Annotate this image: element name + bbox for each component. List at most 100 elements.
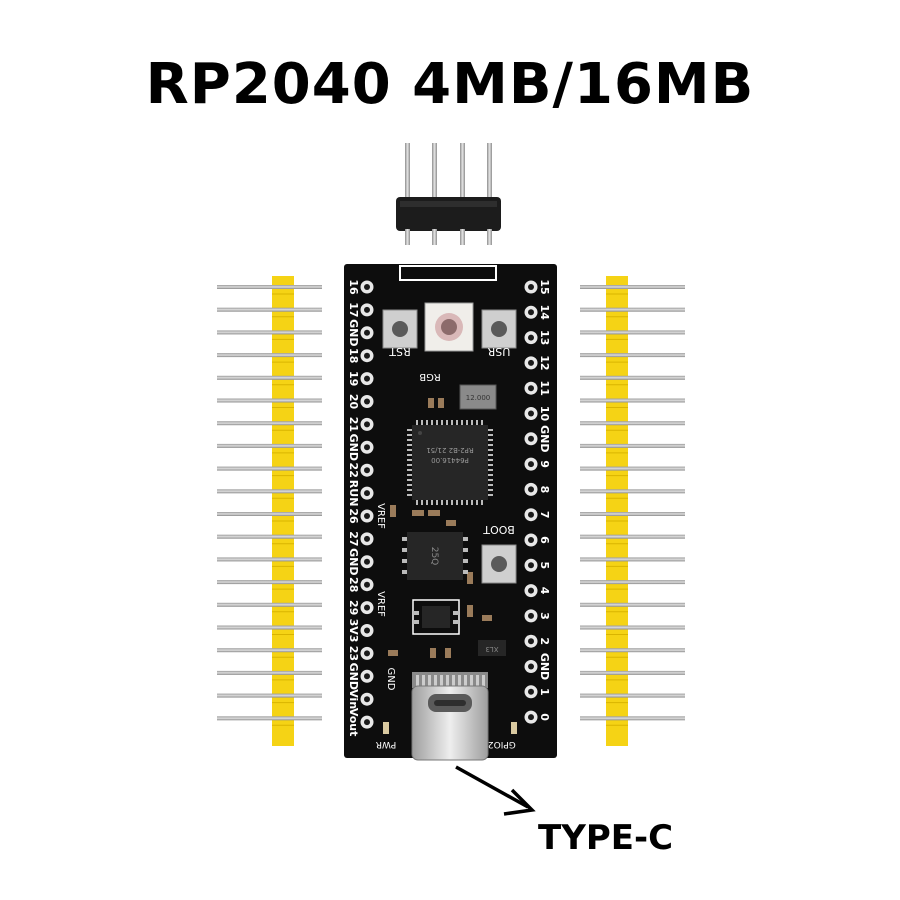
header-pin bbox=[217, 716, 322, 721]
pin-label: 6 bbox=[538, 536, 551, 544]
header-pin bbox=[580, 557, 685, 562]
pin-label: 13 bbox=[538, 330, 551, 345]
svg-text:25Q: 25Q bbox=[429, 547, 439, 566]
header-pin bbox=[217, 466, 322, 471]
pin-label: GND bbox=[347, 548, 360, 575]
pin-label: 7 bbox=[538, 511, 551, 519]
led-label: RGB bbox=[419, 371, 441, 382]
header-pin bbox=[217, 307, 322, 312]
power-led bbox=[383, 722, 389, 734]
pin-label: 17 bbox=[347, 302, 360, 317]
passive-components bbox=[388, 398, 492, 658]
header-plastic bbox=[272, 276, 294, 746]
header-pin bbox=[217, 353, 322, 358]
pin-label: 12 bbox=[538, 355, 551, 370]
header-pin bbox=[580, 285, 685, 289]
header-pin bbox=[217, 625, 322, 630]
left-pin-header bbox=[217, 276, 322, 746]
pin-label: 14 bbox=[538, 305, 551, 321]
pin-label: GND bbox=[347, 434, 360, 461]
header-pin bbox=[217, 534, 322, 539]
header-pin bbox=[217, 285, 322, 289]
pin-label: Vin bbox=[347, 689, 360, 709]
pin-label: 16 bbox=[347, 279, 360, 295]
gnd-label-inner: GND bbox=[385, 668, 396, 691]
pin-label: 18 bbox=[347, 348, 360, 363]
pin-label: 3V3 bbox=[347, 619, 360, 643]
header-plastic bbox=[606, 276, 628, 746]
pin-label: 2 bbox=[538, 637, 551, 645]
header-pin bbox=[217, 670, 322, 675]
svg-text:12.000: 12.000 bbox=[466, 394, 491, 402]
callout-arrow bbox=[455, 765, 536, 816]
pin-label: 1 bbox=[538, 688, 551, 696]
boot-button[interactable] bbox=[481, 544, 517, 584]
header-pin bbox=[217, 375, 322, 380]
header-pin bbox=[217, 648, 322, 653]
header-pin bbox=[580, 716, 685, 721]
left-pin-labels: 1617GND18192021GND22RUN2627GND28293V323G… bbox=[347, 279, 360, 736]
pin-label: 15 bbox=[538, 279, 551, 294]
header-pin bbox=[217, 557, 322, 562]
diode: XL3 bbox=[478, 640, 506, 656]
crystal-oscillator: 12.000 bbox=[459, 384, 497, 410]
header-pin bbox=[580, 602, 685, 607]
gpio25-led bbox=[511, 722, 517, 734]
user-button[interactable] bbox=[481, 309, 517, 349]
pin-label: 5 bbox=[538, 561, 551, 569]
pin-label: 27 bbox=[347, 531, 360, 546]
header-pin bbox=[580, 670, 685, 675]
header-pin bbox=[217, 580, 322, 585]
pin-label: 10 bbox=[538, 406, 551, 422]
rgb-led bbox=[424, 302, 474, 352]
pin-label: 20 bbox=[347, 394, 360, 410]
header-pin bbox=[217, 421, 322, 426]
power-label: PWR bbox=[376, 739, 397, 749]
type-c-label: TYPE-C bbox=[538, 818, 674, 858]
reset-button[interactable] bbox=[382, 309, 418, 349]
pin-label: 29 bbox=[347, 600, 360, 615]
vref-top-label: VREF bbox=[375, 503, 386, 529]
pin-label: 11 bbox=[538, 381, 551, 396]
header-pin bbox=[217, 693, 322, 698]
reset-button-label: RST bbox=[389, 345, 411, 358]
vref-bottom-label: VREF bbox=[375, 591, 386, 617]
header-pin bbox=[580, 512, 685, 516]
pin-label: 22 bbox=[347, 463, 360, 478]
header-pin bbox=[580, 398, 685, 403]
user-button-label: USR bbox=[487, 345, 510, 358]
flash-chip: 25Q bbox=[402, 532, 468, 580]
pin-label: 26 bbox=[347, 508, 360, 524]
svg-text:RP2-B2 21/51: RP2-B2 21/51 bbox=[426, 446, 473, 454]
header-pin bbox=[217, 602, 322, 607]
header-pin bbox=[580, 625, 685, 630]
left-pin-pads bbox=[360, 280, 374, 729]
header-pin bbox=[580, 489, 685, 494]
header-pin bbox=[580, 307, 685, 312]
gpio25-label: GPIO25 bbox=[482, 739, 516, 749]
svg-text:XL3: XL3 bbox=[485, 645, 498, 653]
header-pin bbox=[217, 443, 322, 448]
boot-button-label: BOOT bbox=[483, 523, 515, 536]
right-pin-header bbox=[580, 276, 685, 746]
pin-label: 21 bbox=[347, 417, 360, 432]
header-pin bbox=[580, 330, 685, 335]
rp2040-board: 1617GND18192021GND22RUN2627GND28293V323G… bbox=[344, 264, 557, 758]
pin-label: GND bbox=[538, 653, 551, 680]
header-pin bbox=[580, 648, 685, 653]
four-pin-header bbox=[396, 143, 501, 245]
pin-label: GND bbox=[347, 663, 360, 690]
header-pin bbox=[217, 489, 322, 494]
pin-label: 19 bbox=[347, 371, 360, 386]
pin-label: 8 bbox=[538, 486, 551, 494]
header-pin bbox=[580, 693, 685, 698]
product-title: RP2040 4MB/16MB bbox=[145, 52, 755, 117]
header-pin bbox=[580, 534, 685, 539]
header-pin bbox=[580, 443, 685, 448]
pin-label: 0 bbox=[538, 713, 551, 721]
right-pin-pads bbox=[524, 280, 538, 724]
header-pin bbox=[217, 398, 322, 403]
usb-c-connector bbox=[411, 672, 489, 761]
